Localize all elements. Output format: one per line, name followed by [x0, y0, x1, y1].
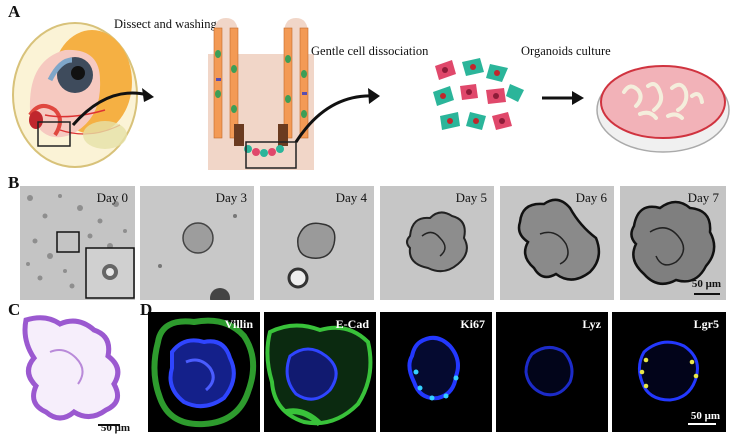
micrograph-day-4: Day 4	[260, 186, 374, 300]
day-label: Day 4	[336, 190, 367, 206]
panel-a: Dissect and washing Gentle cel	[0, 0, 737, 172]
step-dissect-label: Dissect and washing	[114, 17, 217, 32]
scale-bar-label: 50 μm	[101, 422, 130, 434]
stain-label: Lyz	[582, 317, 601, 332]
fluorescence-ki67: Ki67	[380, 312, 492, 432]
scale-bar-label: 50 μm	[692, 278, 721, 290]
fluorescence-villin: Villin	[148, 312, 260, 432]
panel-c-he-section: 50 μm	[20, 312, 132, 434]
day-label: Day 7	[688, 190, 719, 206]
scale-bar-label: 50 μm	[691, 410, 720, 422]
fluorescence-e-cad: E-Cad	[264, 312, 376, 432]
dissociated-cells-illustration	[430, 56, 525, 140]
stain-label: Lgr5	[694, 317, 719, 332]
step-dissociate-label: Gentle cell dissociation	[311, 44, 428, 59]
day-label: Day 3	[216, 190, 247, 206]
day-label: Day 5	[456, 190, 487, 206]
micrograph-day-7: Day 7 50 μm	[620, 186, 726, 300]
micrograph-day-0: Day 0	[20, 186, 135, 300]
panel-letter-c: C	[8, 300, 20, 320]
panel-d: Villin E-Cad Ki67 Lyz Lgr5 50 μm	[148, 312, 726, 432]
fluorescence-lyz: Lyz	[496, 312, 608, 432]
panel-letter-b: B	[8, 173, 19, 193]
stain-label: Villin	[225, 317, 253, 332]
day-label: Day 0	[97, 190, 128, 206]
micrograph-day-3: Day 3	[140, 186, 254, 300]
petri-dish-illustration	[594, 52, 732, 156]
panel-b: Day 0 Day 3 Day 4 Day 5 Day 6	[20, 186, 726, 300]
micrograph-day-5: Day 5	[380, 186, 494, 300]
arrow-icon	[292, 74, 384, 146]
arrow-icon	[68, 70, 158, 130]
micrograph-day-6: Day 6	[500, 186, 614, 300]
fluorescence-lgr5: Lgr5 50 μm	[612, 312, 726, 432]
day-label: Day 6	[576, 190, 607, 206]
stain-label: Ki67	[460, 317, 485, 332]
stain-label: E-Cad	[336, 317, 369, 332]
arrow-icon	[540, 90, 586, 106]
